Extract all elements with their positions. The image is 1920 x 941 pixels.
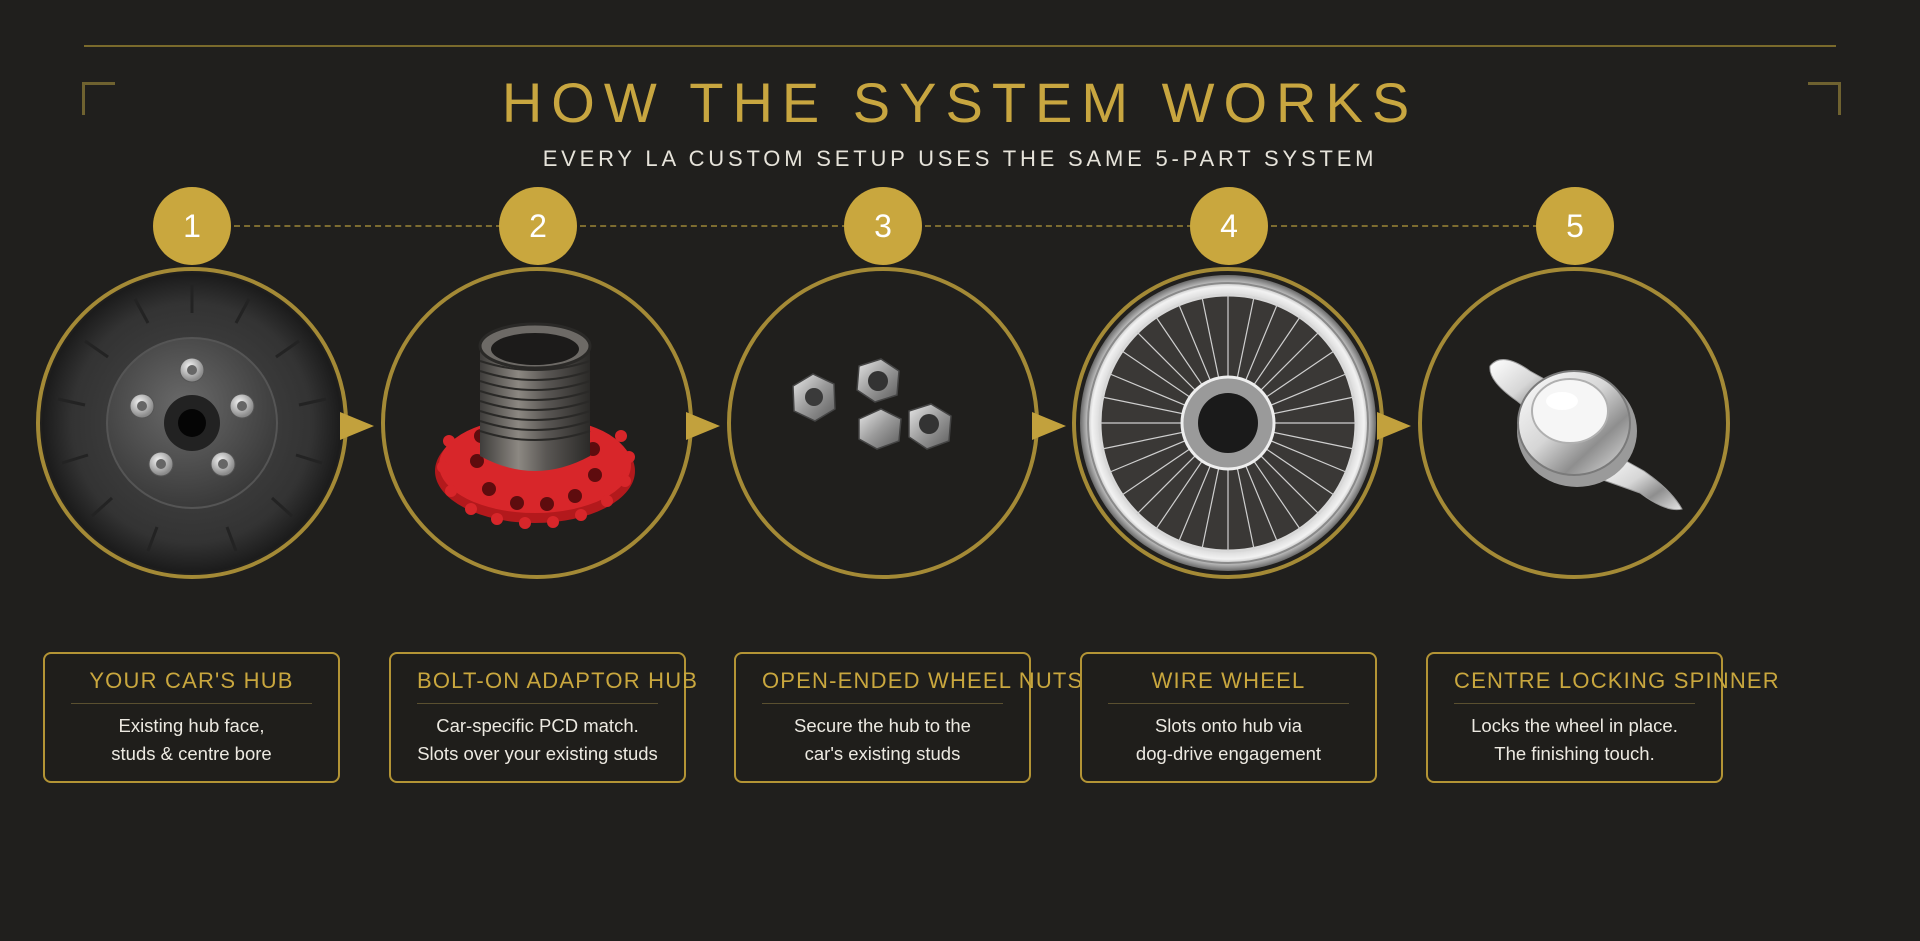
step-card-text-line-1: Slots onto hub via <box>1154 715 1303 736</box>
flow-arrow-3 <box>1032 412 1066 440</box>
step-card-title: WIRE WHEEL <box>1108 668 1349 704</box>
step-number-5: 5 <box>1536 187 1614 265</box>
step-card-text-line-1: Existing hub face, <box>118 715 265 736</box>
step-card-4: WIRE WHEEL Slots onto hub via dog-drive … <box>1080 652 1377 783</box>
step-card-text-line-2: car's existing studs <box>804 743 961 764</box>
step-card-text-line-2: The finishing touch. <box>1494 743 1655 764</box>
step-card-5: CENTRE LOCKING SPINNER Locks the wheel i… <box>1426 652 1779 783</box>
step-number-3: 3 <box>844 187 922 265</box>
step-connector-1-2 <box>234 225 502 227</box>
wheel-nuts-image <box>727 267 1039 579</box>
page-subtitle: EVERY LA CUSTOM SETUP USES THE SAME 5-PA… <box>542 146 1378 171</box>
step-card-text-line-1: Locks the wheel in place. <box>1471 715 1678 736</box>
car-hub-image <box>36 267 348 579</box>
wire-wheel-image <box>1072 267 1384 579</box>
adaptor-hub-image <box>381 267 693 579</box>
flow-arrow-1 <box>340 412 374 440</box>
flow-arrow-4 <box>1377 412 1411 440</box>
step-card-text-line-1: Car-specific PCD match. <box>436 715 639 736</box>
step-card-text-line-2: dog-drive engagement <box>1135 743 1322 764</box>
step-card-text-line-2: studs & centre bore <box>111 743 272 764</box>
corner-bracket-left <box>82 82 115 115</box>
step-number-1: 1 <box>153 187 231 265</box>
top-divider-line <box>84 45 1836 47</box>
step-card-title: BOLT-ON ADAPTOR HUB <box>417 668 697 704</box>
step-card-2: BOLT-ON ADAPTOR HUB Car-specific PCD mat… <box>389 652 697 783</box>
flow-arrow-2 <box>686 412 720 440</box>
step-card-title: CENTRE LOCKING SPINNER <box>1454 668 1779 704</box>
step-connector-3-4 <box>925 225 1193 227</box>
step-connector-2-3 <box>580 225 848 227</box>
step-card-title: YOUR CAR'S HUB <box>71 668 312 704</box>
spinner-image <box>1418 267 1730 579</box>
step-connector-4-5 <box>1271 225 1539 227</box>
step-number-2: 2 <box>499 187 577 265</box>
corner-bracket-right <box>1808 82 1841 115</box>
step-card-1: YOUR CAR'S HUB Existing hub face, studs … <box>43 652 340 783</box>
step-card-text-line-1: Secure the hub to the <box>794 715 971 736</box>
step-card-text-line-2: Slots over your existing studs <box>417 743 658 764</box>
step-number-4: 4 <box>1190 187 1268 265</box>
step-card-3: OPEN-ENDED WHEEL NUTS Secure the hub to … <box>734 652 1082 783</box>
step-card-title: OPEN-ENDED WHEEL NUTS <box>762 668 1082 704</box>
page-title: HOW THE SYSTEM WORKS <box>501 71 1419 134</box>
